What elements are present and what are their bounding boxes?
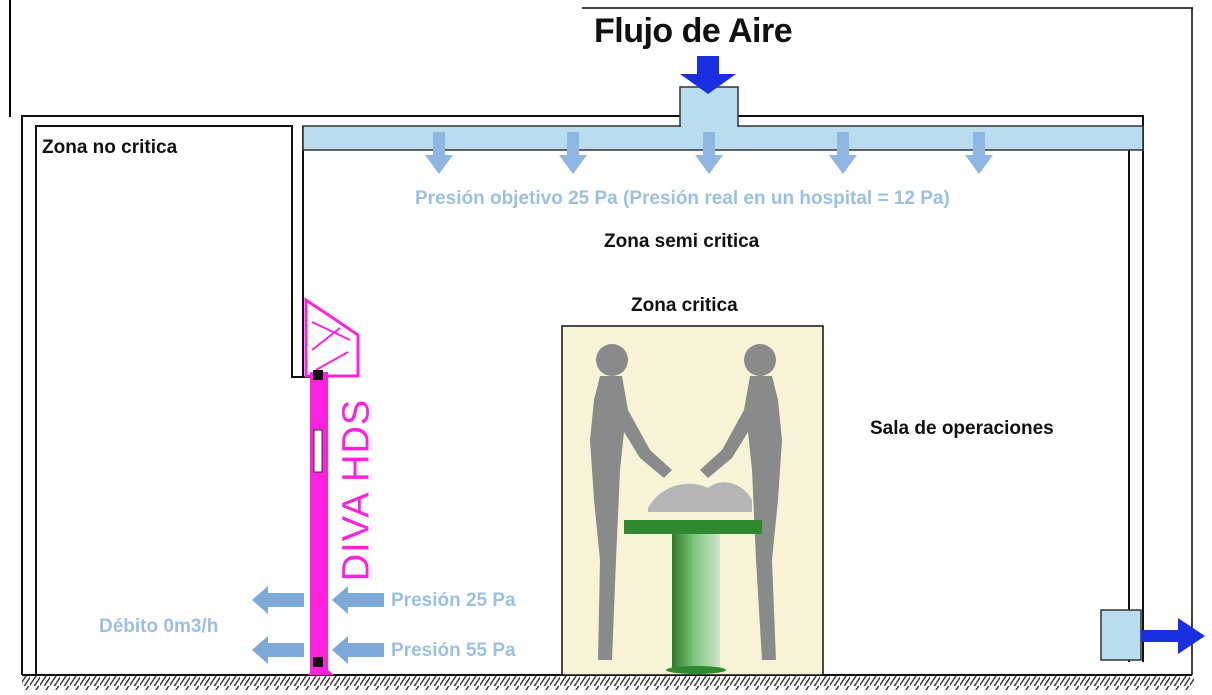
exhaust-outlet (1100, 609, 1205, 661)
pressure-arrow-left (332, 636, 384, 664)
leak-arrow-left (252, 586, 304, 614)
air-supply-duct (302, 86, 1144, 151)
label-pressure-target: Presión objetivo 25 Pa (Presión real en … (415, 188, 950, 209)
diffuser-arrow-icon (695, 132, 723, 174)
operating-table (624, 520, 762, 674)
pressure-arrows (252, 586, 384, 664)
leak-arrow-left (252, 636, 304, 664)
diagram-title: Flujo de Aire (594, 12, 793, 50)
label-semi-critical-zone: Zona semi critica (604, 231, 760, 252)
label-operating-room: Sala de operaciones (870, 418, 1054, 439)
diffuser-arrow-icon (965, 132, 993, 174)
label-diva-hds: DIVA HDS (335, 398, 378, 582)
floor-hatching (22, 676, 1194, 690)
label-critical-zone: Zona critica (631, 295, 738, 316)
airflow-down-arrow (680, 56, 736, 94)
diffuser-arrow-icon (559, 132, 587, 174)
patient-figure (648, 482, 752, 512)
diffuser-arrow-icon (425, 132, 453, 174)
surgeon-figure-left (590, 344, 672, 660)
exhaust-arrow-right (1141, 618, 1205, 654)
label-non-critical-zone: Zona no critica (42, 137, 178, 158)
frame-lines (9, 0, 1193, 675)
surgeon-figure-right (700, 344, 782, 660)
pressure-arrow-left (332, 586, 384, 614)
label-flow-rate: Débito 0m3/h (99, 616, 219, 637)
label-pressure-55: Presión 55 Pa (391, 640, 516, 661)
label-pressure-25: Presión 25 Pa (391, 590, 516, 611)
diva-hds-door (304, 297, 360, 675)
diffuser-arrow-icon (829, 132, 857, 174)
diffuser-arrows (425, 132, 993, 174)
